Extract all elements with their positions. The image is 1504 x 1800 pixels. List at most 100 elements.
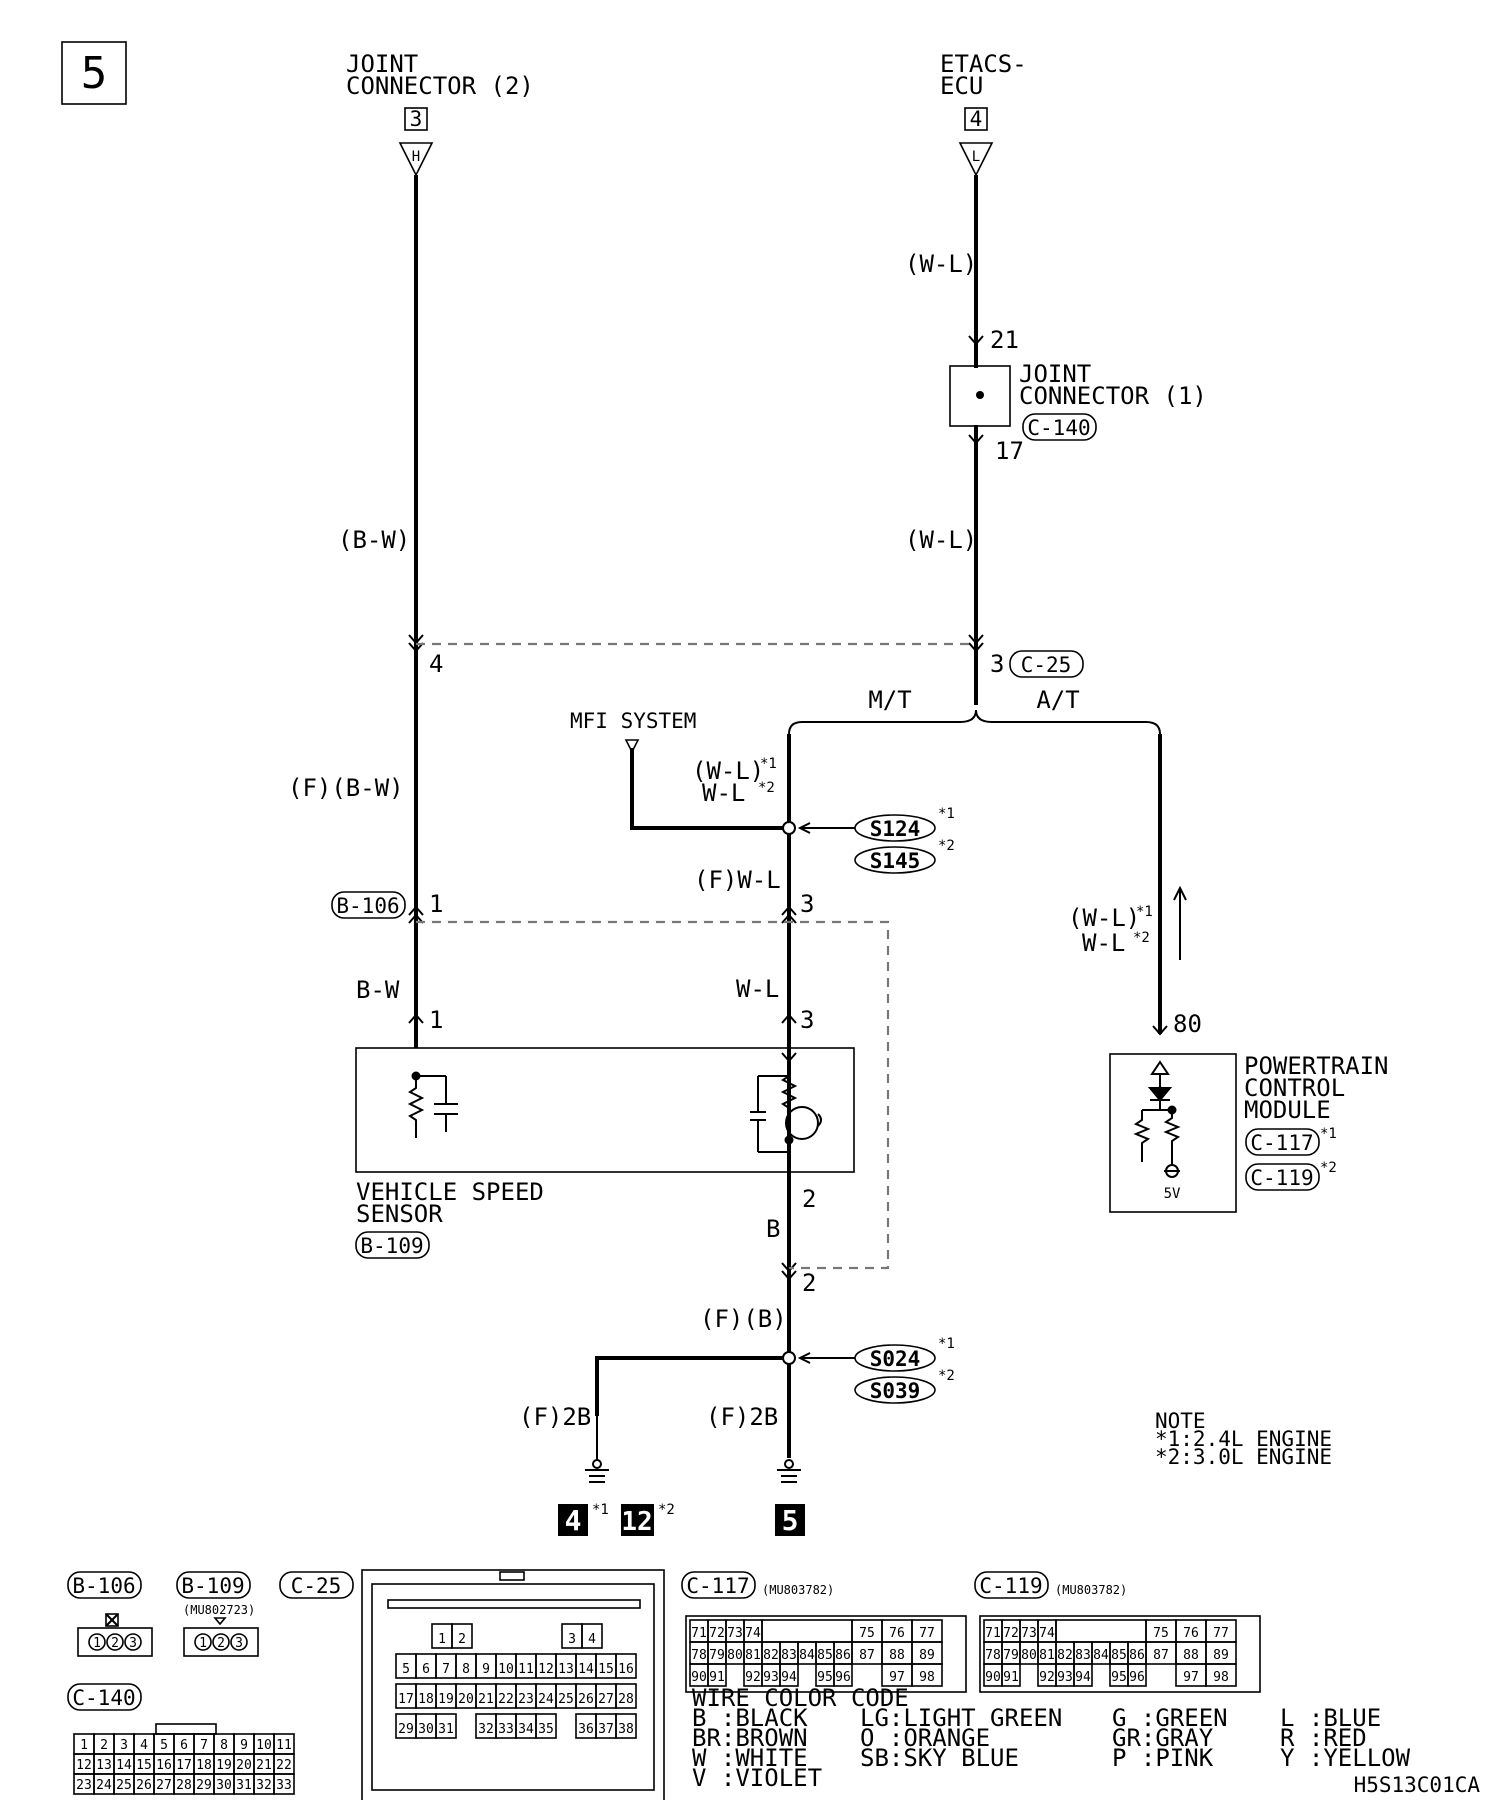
wire-color-col4-0: L :BLUE	[1280, 1704, 1381, 1732]
vss-title-line1: VEHICLE SPEED	[356, 1178, 544, 1206]
c140-pin-8-label: 8	[220, 1738, 228, 1753]
svg-text:1: 1	[199, 1636, 207, 1651]
c117-grid-pin-90-label: 90	[691, 1670, 707, 1685]
wire-color-col3-2: P :PINK	[1112, 1744, 1214, 1772]
c25-pin-15-label: 15	[598, 1662, 614, 1677]
c117-grid-pin-91	[707, 1663, 727, 1687]
c119-grid-pin-83-label: 83	[1075, 1648, 1091, 1663]
pcm-box	[1109, 1053, 1237, 1213]
vehicle-speed-sensor-box	[355, 1047, 855, 1173]
legend-c119: C-119	[979, 1574, 1042, 1598]
note-title: NOTE	[1155, 1409, 1206, 1433]
c25-pin-33-label: 33	[498, 1722, 514, 1737]
c25-pin-38	[615, 1713, 637, 1739]
joint-connector-1-title-line2: CONNECTOR (1)	[1019, 382, 1207, 410]
c140-pin-17-label: 17	[176, 1758, 192, 1773]
c25-pin-1-label: 1	[438, 1632, 446, 1647]
c25-pin-17-label: 17	[398, 1692, 414, 1707]
c117-grid-pin-91-label: 91	[709, 1670, 725, 1685]
c119-grid-pin-94-label: 94	[1075, 1670, 1091, 1685]
c119-grid-pin-80-label: 80	[1021, 1648, 1037, 1663]
c25-pin-14-label: 14	[578, 1662, 594, 1677]
pcm-title-line2: CONTROL	[1244, 1074, 1345, 1102]
b106-label: B-106	[336, 894, 399, 918]
c25-pin-30-label: 30	[418, 1722, 434, 1737]
c117-grid-pin-95-label: 95	[817, 1670, 833, 1685]
wire-label-fbw: (F)(B-W)	[288, 774, 404, 802]
c25-pin-38-label: 38	[618, 1722, 634, 1737]
c117-grid-pin-82-label: 82	[763, 1648, 779, 1663]
splice-s024-badge	[854, 1344, 936, 1372]
c140-pin-31-label: 31	[236, 1778, 252, 1793]
legend-b109-badge	[176, 1571, 251, 1599]
c117-grid-pin-87-label: 87	[859, 1648, 875, 1663]
pin-2-lower: 2	[802, 1269, 816, 1297]
c117-grid-pin-98-label: 98	[919, 1670, 935, 1685]
splice-s039-note: *2	[938, 1368, 955, 1384]
wire-label-mfi-wl2: W-L	[702, 779, 745, 807]
c25-badge	[1009, 650, 1084, 678]
legend-c117: C-117	[686, 1574, 749, 1598]
c25-pin-4-label: 4	[588, 1632, 596, 1647]
c25-pin-35	[535, 1713, 557, 1739]
legend-b109-part: (MU802723)	[183, 1603, 255, 1617]
c119-grid-pin-87-label: 87	[1153, 1648, 1169, 1663]
c25-pin-21-label: 21	[478, 1692, 494, 1707]
c140-pin-24-label: 24	[96, 1778, 112, 1793]
splice-point-upper	[782, 821, 796, 835]
c119-grid-pin-94	[1073, 1663, 1093, 1687]
c119-grid-pin-79-label: 79	[1003, 1648, 1019, 1663]
c25-pin-25-label: 25	[558, 1692, 574, 1707]
joint-connector-2-sheet-number: 3	[410, 107, 423, 131]
wire-label-bw: B-W	[356, 976, 400, 1004]
splice-s039-badge	[854, 1376, 936, 1404]
c119-grid-pin-74-label: 74	[1039, 1626, 1055, 1641]
ground-12: 12	[621, 1507, 652, 1537]
c25-pin-7-label: 7	[442, 1662, 450, 1677]
note-line2: *2:3.0L ENGINE	[1155, 1445, 1332, 1469]
wire-label-fwl: (F)W-L	[694, 866, 781, 894]
c140-pin-26-label: 26	[136, 1778, 152, 1793]
pcm-title-line1: POWERTRAIN	[1244, 1052, 1389, 1080]
splice-s124: S124	[870, 817, 921, 841]
wire-label-wl-plain: W-L	[736, 975, 779, 1003]
c140-pin-13-label: 13	[96, 1758, 112, 1773]
c25-pin-19-label: 19	[438, 1692, 454, 1707]
c140-pin-33-label: 33	[276, 1778, 292, 1793]
c117-grid-pin-80-label: 80	[727, 1648, 743, 1663]
c25-pin-31	[435, 1713, 457, 1739]
shield-dashed-lines	[416, 642, 976, 1270]
etacs-ecu-terminal-icon	[958, 142, 994, 177]
wire-color-col4-1: R :RED	[1280, 1724, 1367, 1752]
c119-grid-pin-86-label: 86	[1129, 1648, 1145, 1663]
c25-pin-28-label: 28	[618, 1692, 634, 1707]
c140-pin-22-label: 22	[276, 1758, 292, 1773]
c117-grid-pin-81-label: 81	[745, 1648, 761, 1663]
splice-s024-note: *1	[938, 1336, 955, 1352]
c119-grid-pin-95-label: 95	[1111, 1670, 1127, 1685]
branch-at-label: A/T	[1036, 686, 1079, 714]
joint-connector-1-pin-top: 21	[990, 326, 1019, 354]
c119-grid-pin-78-label: 78	[985, 1648, 1001, 1663]
wire-label-wl-mid: (W-L)	[905, 526, 977, 554]
joint-connector-2-pin: H	[412, 149, 420, 165]
pin-3-c25: 3	[990, 650, 1004, 678]
c117-grid-pin-77-label: 77	[919, 1626, 935, 1641]
c25-pin-2	[451, 1623, 473, 1649]
c140-pin-12-label: 12	[76, 1758, 92, 1773]
c117-grid-pin-76-label: 76	[889, 1626, 905, 1641]
pcm-c119-note: *2	[1320, 1160, 1337, 1176]
pcm-5v: 5V	[1164, 1186, 1181, 1202]
pin-3-upper: 3	[800, 890, 814, 918]
c119-grid-pin-73-label: 73	[1021, 1626, 1037, 1641]
c25-pin-36-label: 36	[578, 1722, 594, 1737]
c117-grid-pin-79-label: 79	[709, 1648, 725, 1663]
c117-grid-pin-78-label: 78	[691, 1648, 707, 1663]
wire-label-mfi-wl1: (W-L)	[692, 757, 764, 785]
c119-grid-pin-71-label: 71	[985, 1626, 1001, 1641]
c140-pin-11-label: 11	[276, 1738, 292, 1753]
ground-12-badge	[621, 1504, 654, 1536]
wire-label-b: B	[766, 1215, 780, 1243]
c140-pin-6-label: 6	[180, 1738, 188, 1753]
